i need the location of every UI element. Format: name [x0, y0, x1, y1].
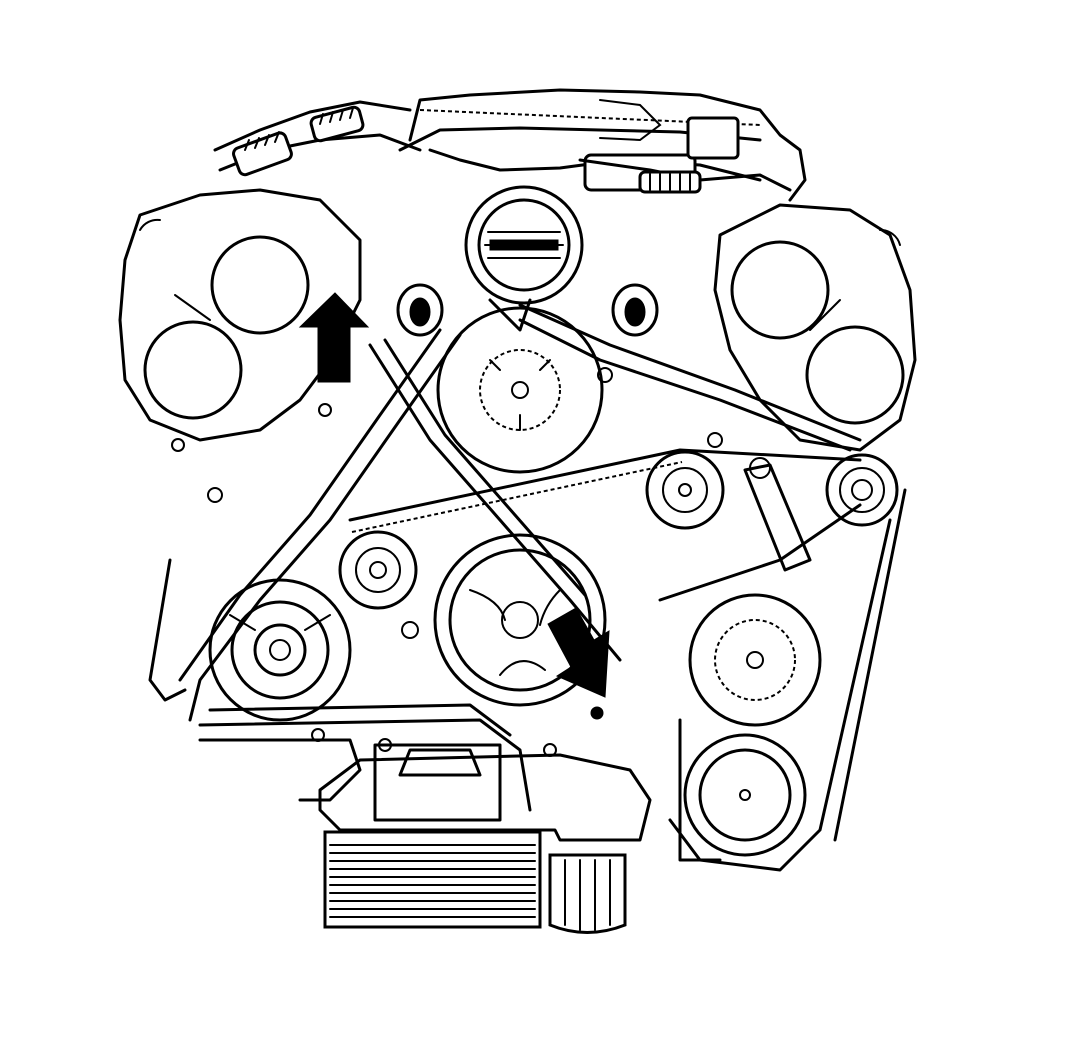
- sensor-right: [611, 283, 659, 337]
- idler-pulley-left: [338, 530, 418, 610]
- ac-compressor-pulley: [678, 718, 807, 862]
- upper-idler-pulley: [436, 306, 604, 474]
- oil-pan: [318, 738, 652, 842]
- down-arrow: [547, 607, 610, 720]
- fuel-rail-left: [213, 100, 422, 177]
- idler-pulley-right: [825, 453, 899, 527]
- belt-tensioner: [743, 457, 812, 572]
- left-cam-cover: [118, 188, 362, 442]
- alternator-pulley: [208, 578, 352, 722]
- power-steering-pulley: [688, 593, 822, 727]
- oil-cooler: [323, 830, 542, 929]
- crossing-hoses: [178, 303, 862, 722]
- mounting-bolts: [171, 367, 723, 742]
- fuel-rail-right: [578, 158, 792, 194]
- crankshaft-pulley: [433, 533, 607, 707]
- idler-pulley-middle: [645, 450, 725, 530]
- up-arrow: [298, 292, 370, 383]
- right-cam-cover: [713, 203, 917, 452]
- serpentine-belt: [348, 448, 907, 872]
- oil-filter: [548, 853, 627, 934]
- sensor-left: [396, 283, 444, 337]
- intake-plenum: [398, 88, 807, 202]
